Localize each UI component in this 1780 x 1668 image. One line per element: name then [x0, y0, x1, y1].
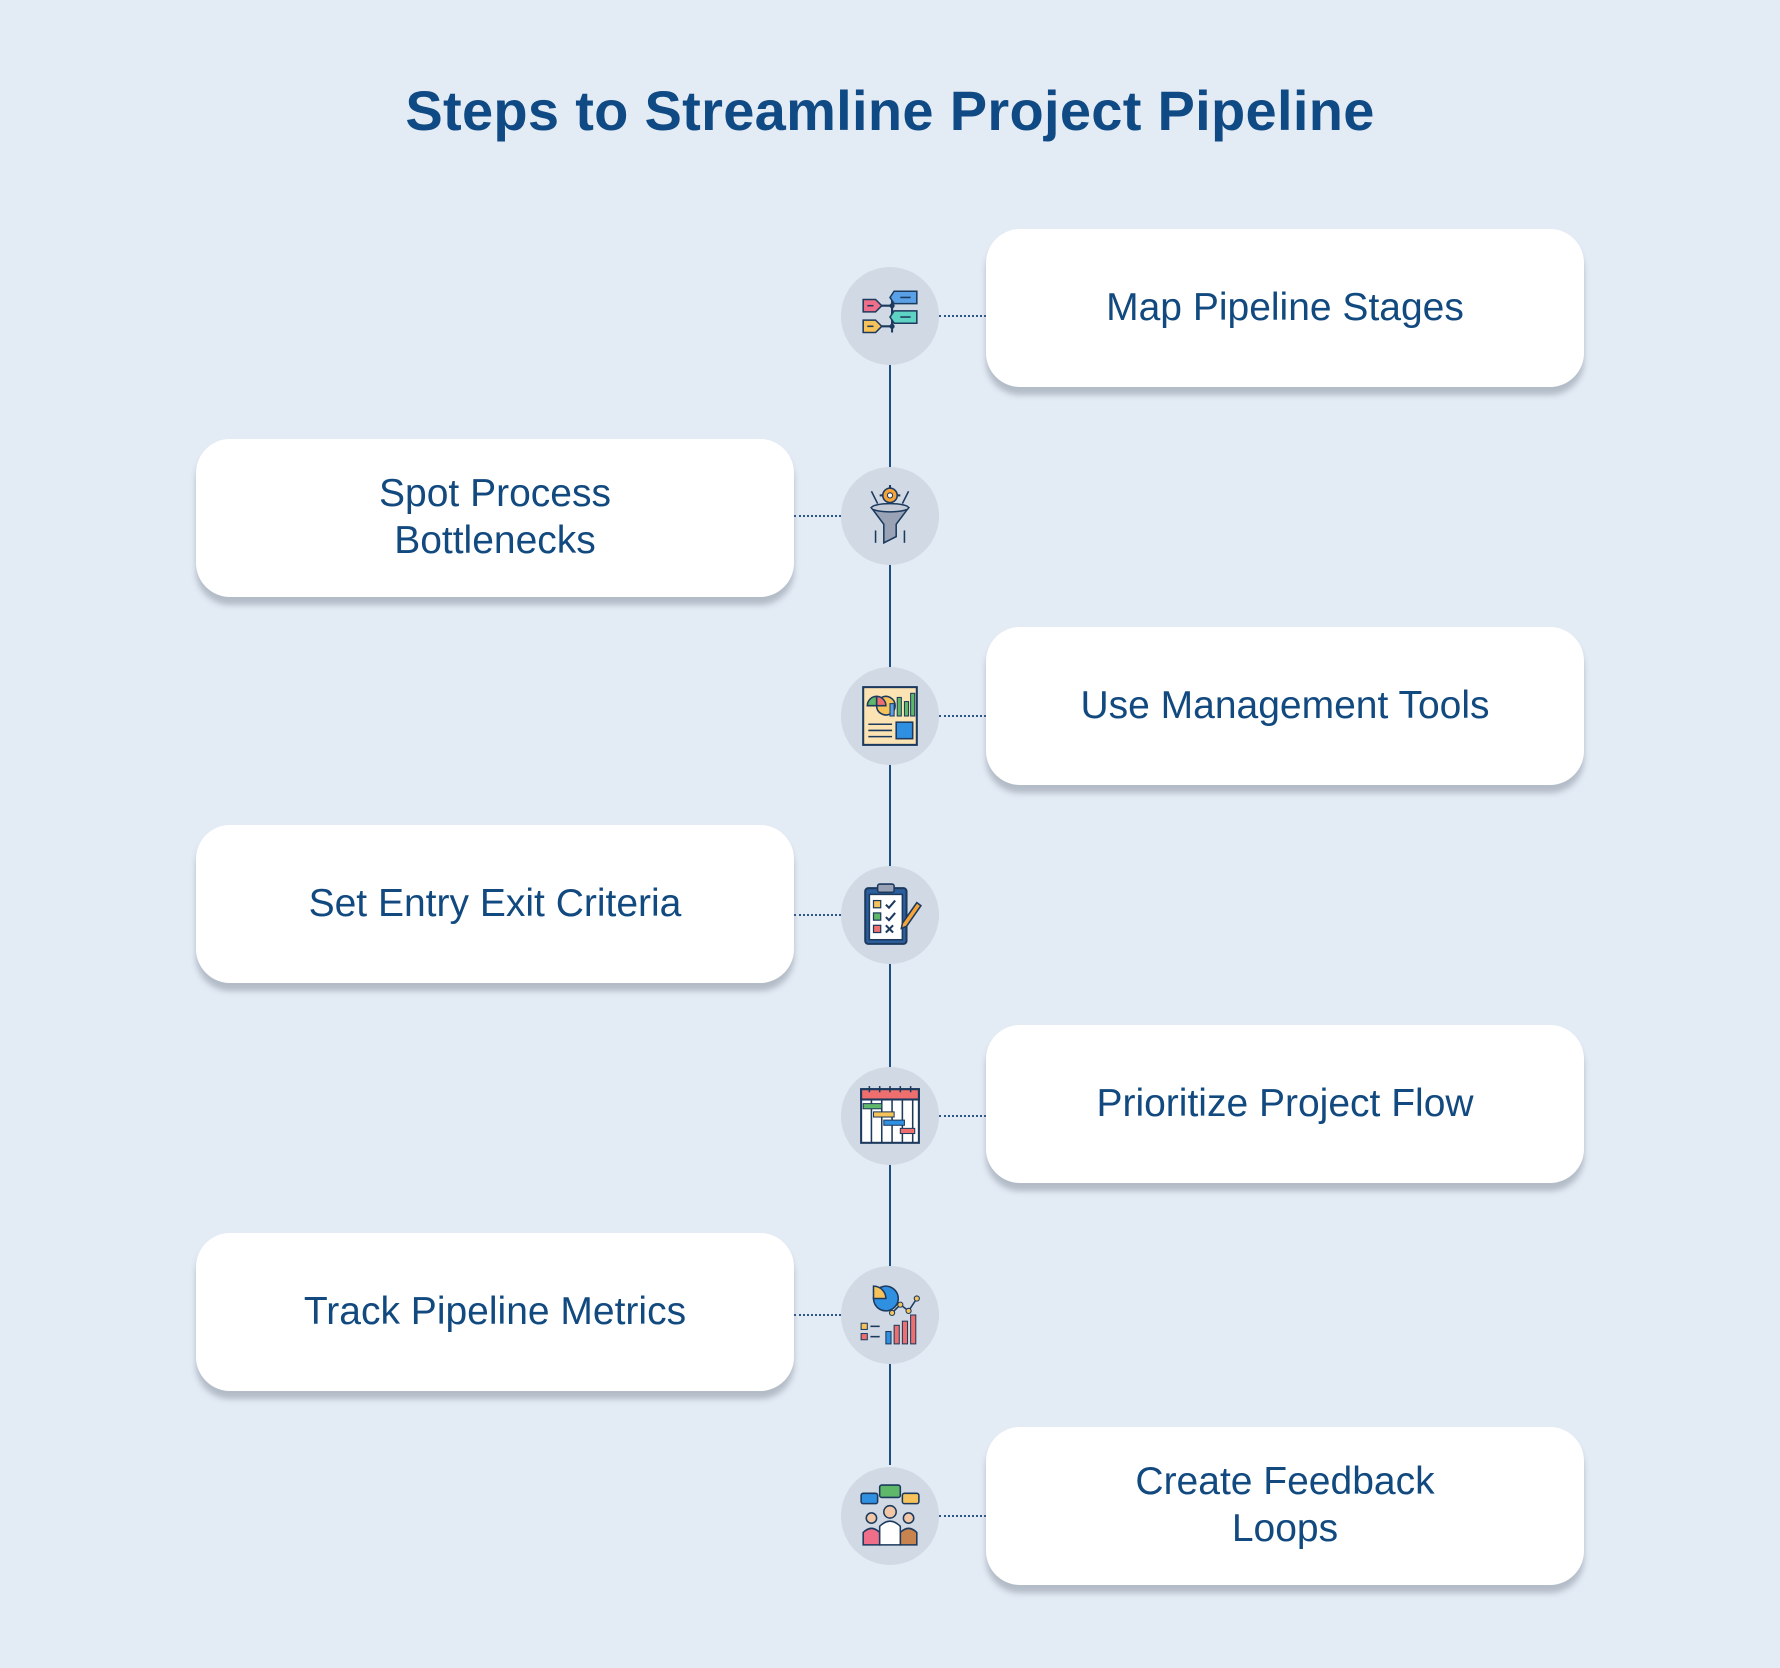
step-2-connector: [794, 515, 841, 517]
step-6-node: [841, 1266, 939, 1364]
step-2-label: Spot Process Bottlenecks: [379, 472, 611, 562]
checklist-clipboard-icon: [864, 883, 923, 945]
step-6-connector: [794, 1314, 841, 1316]
step-4-card: Set Entry Exit Criteria: [196, 825, 794, 983]
step-7-card: Create Feedback Loops: [986, 1427, 1584, 1585]
step-4-label: Set Entry Exit Criteria: [308, 881, 682, 925]
step-3-label: Use Management Tools: [1080, 683, 1490, 727]
analytics-chart-icon: [860, 1285, 920, 1345]
team-feedback-icon: [860, 1484, 920, 1546]
step-5-label: Prioritize Project Flow: [1096, 1081, 1474, 1125]
step-4-node: [841, 866, 939, 964]
step-1-node: [841, 267, 939, 365]
funnel-gear-icon: [869, 485, 911, 545]
step-1-label: Map Pipeline Stages: [1106, 285, 1464, 329]
page-title: Steps to Streamline Project Pipeline: [405, 79, 1375, 142]
step-7-node: [841, 1467, 939, 1565]
step-2-node: [841, 467, 939, 565]
step-5-card: Prioritize Project Flow: [986, 1025, 1584, 1183]
step-1-connector: [939, 315, 986, 317]
step-1-card: Map Pipeline Stages: [986, 229, 1584, 387]
dashboard-report-icon: [862, 686, 918, 746]
step-7-label: Create Feedback Loops: [1135, 1460, 1435, 1550]
step-2-card: Spot Process Bottlenecks: [196, 439, 794, 597]
step-5-connector: [939, 1115, 986, 1117]
step-4-connector: [794, 914, 841, 916]
step-6-card: Track Pipeline Metrics: [196, 1233, 794, 1391]
step-3-card: Use Management Tools: [986, 627, 1584, 785]
step-3-connector: [939, 715, 986, 717]
gantt-calendar-icon: [860, 1086, 920, 1144]
step-6-label: Track Pipeline Metrics: [303, 1289, 687, 1333]
step-5-node: [841, 1067, 939, 1165]
step-3-node: [841, 667, 939, 765]
step-7-connector: [939, 1515, 986, 1517]
pipeline-stages-icon: [862, 290, 918, 334]
